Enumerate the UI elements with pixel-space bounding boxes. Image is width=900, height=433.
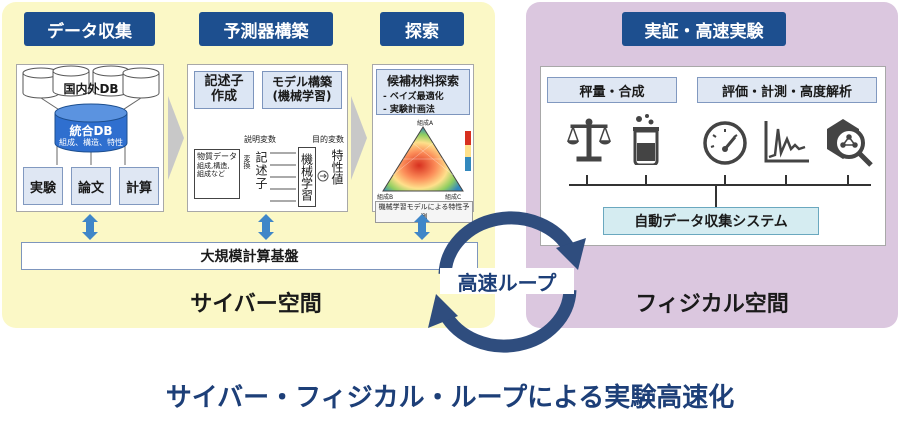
candidate-title: 候補材料探索 (386, 74, 459, 88)
unified-db-label: 統合DB (69, 123, 113, 138)
source-experiment: 実験 (23, 167, 63, 205)
loop-arrows-icon (428, 211, 586, 353)
weigh-synthesis-box: 秤量・合成 (547, 77, 677, 103)
flow-arrow-1 (168, 96, 184, 180)
ternary-left-label: 組成B (377, 194, 394, 201)
bidirectional-arrows (82, 214, 430, 240)
ternary-right-label: 組成C (445, 194, 462, 201)
property-vertical: 特性値 (330, 149, 344, 185)
crystal-analysis-icon (827, 119, 873, 167)
cyber-space-label: サイバー空間 (190, 292, 322, 317)
material-data-sub: 組成,構造, 組成など (197, 161, 230, 178)
unified-db-sub: 組成、構造、特性 (59, 137, 123, 147)
material-data-title: 物質データ (197, 152, 237, 161)
material-data-box: 物質データ 組成,構造, 組成など (194, 149, 240, 199)
descriptor-vertical: 記述子 (254, 151, 268, 190)
connector-lines (569, 175, 871, 207)
output-arrow-icon (317, 170, 329, 182)
explanatory-label: 説明変数 (244, 135, 276, 144)
spectrum-icon (764, 121, 809, 163)
ternary-plot-icon (382, 126, 471, 192)
outer-db-label: 国内外DB (63, 81, 119, 96)
bullet-doe: - 実験計画法 (383, 105, 435, 115)
physical-space-label: フィジカル空間 (635, 292, 789, 317)
step-title-predictor: 予測器構築 (199, 12, 333, 46)
descriptor-box: 記述子 作成 (194, 71, 254, 109)
step-title-verification: 実証・高速実験 (622, 12, 786, 46)
candidate-box: 候補材料探索 - ベイズ最適化 - 実験計画法 (376, 69, 470, 115)
ml-vertical: 機械学習 (298, 147, 316, 207)
compute-platform-bar: 大規模計算基盤 (21, 242, 478, 270)
model-box: モデル構築 (機械学習) (262, 71, 342, 109)
source-paper: 論文 (71, 167, 111, 205)
data-collection-card: 国内外DB 統合DB 組成、構造、特性 実験 論文 計算 (16, 64, 164, 212)
loop-label: 高速ループ (440, 268, 574, 295)
ternary-top-label: 組成A (416, 120, 434, 127)
source-calculation: 計算 (119, 167, 159, 205)
explore-card: 候補材料探索 - ベイズ最適化 - 実験計画法 組成A 組成B 組成C 機械学習… (372, 64, 474, 223)
physical-experiment-card: 秤量・合成 評価・計測・高度解析 (540, 66, 886, 246)
objective-label: 目的変数 (312, 135, 344, 144)
predictor-card: 記述子 作成 モデル構築 (機械学習) 説明変数 目的変数 物質データ 組成,構… (187, 64, 348, 212)
transform-label: 変換 (243, 155, 251, 169)
database-icon (22, 65, 160, 165)
footer-title: サイバー・フィジカル・ループによる実験高速化 (165, 382, 735, 413)
step-title-data-collection: データ収集 (24, 12, 155, 46)
beaker-icon (633, 114, 659, 165)
auto-data-system-box: 自動データ収集システム (603, 207, 819, 235)
flow-arrow-2 (351, 96, 367, 180)
feature-lines-icon (270, 152, 296, 202)
gauge-icon (703, 121, 747, 165)
step-title-explore: 探索 (380, 12, 464, 46)
evaluation-box: 評価・計測・高度解析 (697, 77, 877, 103)
balance-icon (567, 118, 611, 162)
bullet-bayes: - ベイズ最適化 (383, 92, 444, 102)
